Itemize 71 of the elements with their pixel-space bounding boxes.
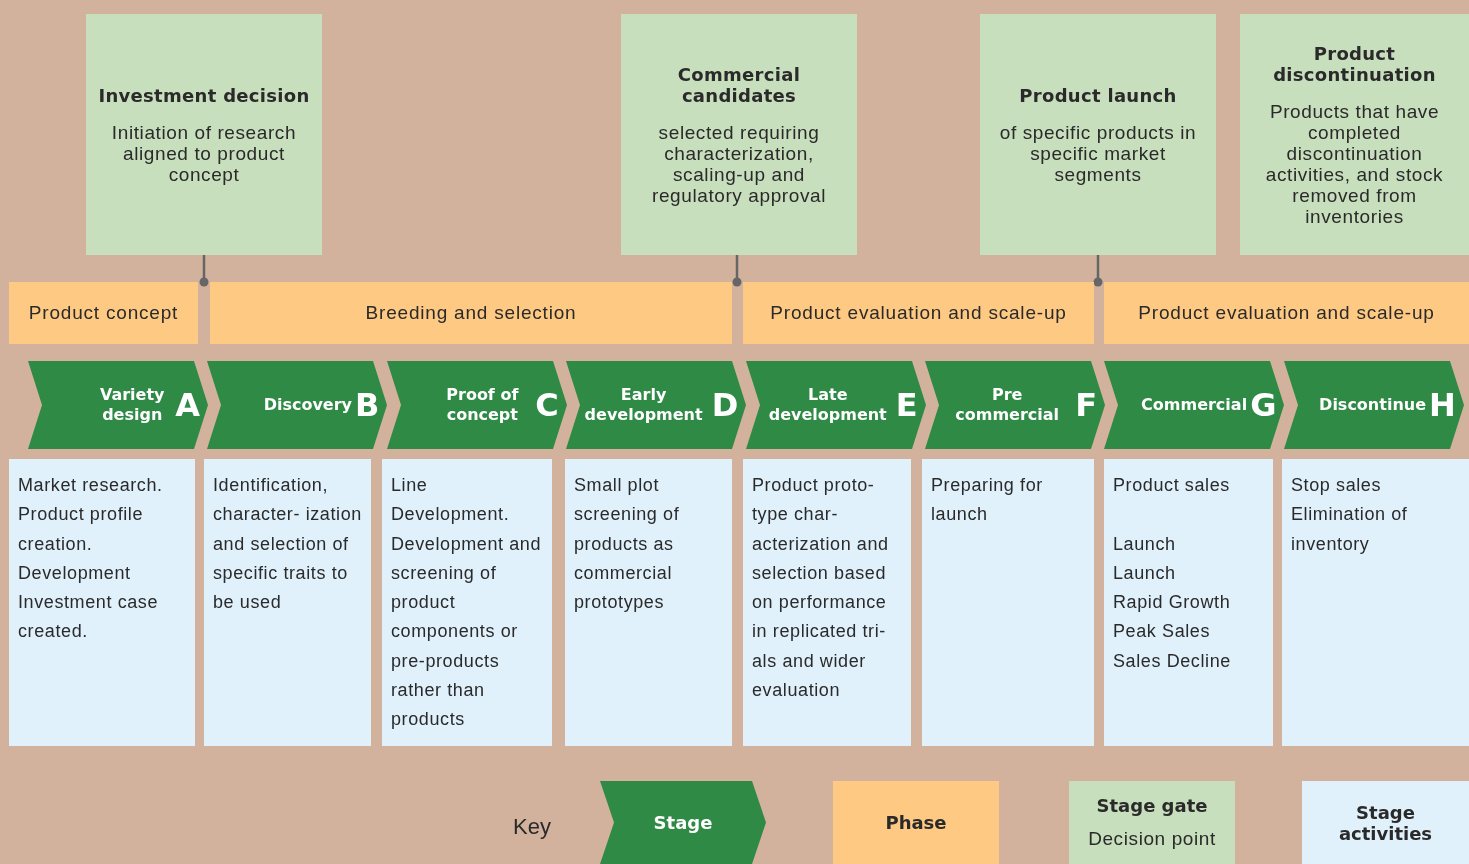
phase-bar: Product evaluation and scale-up [1104,282,1469,344]
activity-text: Launch [1113,561,1177,585]
stage-banner [745,361,926,449]
activity-panel [922,459,1094,746]
activity-text: Product sales [1113,474,1231,497]
gate-description: of specific products in specific market segments [998,121,1198,185]
stage-banner [386,361,567,449]
activity-text: Product proto- type char- acterization and selection based on performance in replicated tri- als and wider evaluation [752,474,890,703]
stage-gate-box [1240,14,1469,255]
stage-letter: D [711,387,739,423]
activity-text: Elimination of inventory [1291,503,1409,556]
stage-banner [1283,361,1464,449]
stage-letter: F [1075,387,1097,423]
stage-letter: H [1429,387,1456,423]
stage-gate-box [86,14,322,255]
phase-bar: Product concept [9,282,198,344]
activity-text: Line Development. Development and screening of product components or pre-products rather than products [391,474,543,732]
gate-description: Products that have completed discontinuation activities, and stock removed from inventories [1264,100,1445,227]
activity-text: Rapid Growth [1113,591,1232,615]
stage-banner [566,361,747,449]
legend-text: Stage gate [1096,795,1208,816]
gate-description: selected requiring characterization, scaling-up and regulatory approval [650,121,828,206]
activity-panel [382,459,552,746]
activity-text: Small plot screening of products as commercial prototypes [574,474,681,615]
phase-bar: Breeding and selection [210,282,732,344]
leader-line [1093,255,1103,287]
phase-bar: Product evaluation and scale-up [743,282,1094,344]
activity-text: Market research. Product profile creation. Development Investment case created. [18,474,164,644]
activity-text: Sales Decline [1113,649,1232,673]
stage-banner [925,361,1105,449]
stage-letter: G [1250,387,1277,423]
activity-panel [204,459,371,746]
stage-gate-box [980,14,1216,255]
stage-gate-box [621,14,857,255]
activity-panel [565,459,732,746]
stage-name: Discontinue [1319,395,1426,415]
stage-name: Late development [767,385,888,425]
stage-banner [28,361,208,449]
activity-panel [1104,459,1273,746]
activity-panel [1282,459,1469,746]
activity-text: Peak Sales [1113,620,1212,644]
stage-name: Commercial [1141,395,1248,415]
stage-letter: C [535,387,559,423]
leader-line [199,255,209,287]
stage-letter: A [175,387,200,423]
stage-name: Discovery [263,395,352,415]
stage-letter: E [895,387,918,423]
activity-panel [743,459,911,746]
stage-name: Variety design [98,385,166,425]
gate-description: Initiation of research aligned to product concept [110,121,298,185]
stage-banner [207,361,388,449]
stage-name: Proof of concept [445,385,520,425]
leader-line [732,255,742,287]
stage-name: Early development [583,385,704,425]
legend-text: Decision point [1088,828,1216,850]
activity-panel [9,459,195,746]
key-label: Key [513,814,551,840]
legend-text: Phase [885,812,947,833]
gate-heading: Product discontinuation [1272,42,1437,85]
activity-text: Identification, character- ization and selection of specific traits to be used [213,474,363,615]
activity-text: Stop sales [1291,474,1383,497]
legend-text: Stage activities [1337,801,1434,844]
gate-heading: Investment decision [98,84,310,106]
stage-banner [1104,361,1285,449]
legend-text: Stage [653,812,713,833]
gate-heading: Product launch [1019,84,1177,106]
activity-text: Launch [1113,532,1177,556]
gate-heading: Commercial candidates [676,63,802,106]
stage-letter: B [355,387,380,423]
activity-text: Preparing for launch [931,474,1044,527]
stage-name: Pre commercial [954,385,1061,425]
